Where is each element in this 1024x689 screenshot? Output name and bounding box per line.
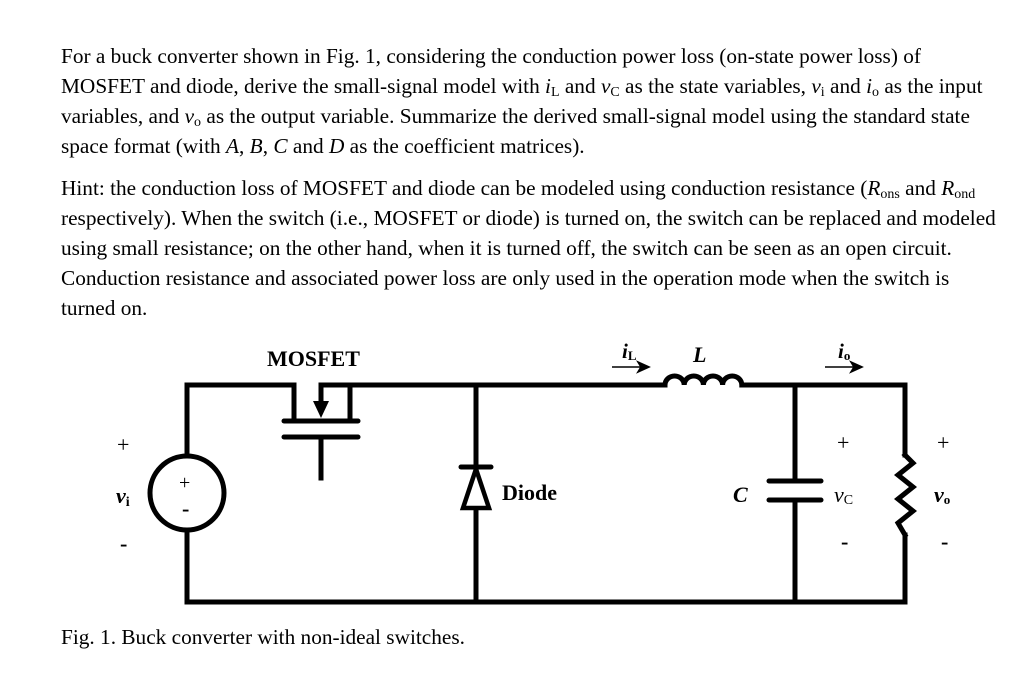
vi-minus: -	[120, 531, 127, 556]
var-io: i	[866, 74, 873, 98]
iL-arrow-icon	[635, 360, 651, 374]
vi-plus: +	[117, 432, 129, 457]
text: ,	[239, 134, 250, 158]
var-vi: v	[811, 74, 821, 98]
buck-converter-circuit: MOSFET Diode L C iL io + vi - + - + vC -…	[116, 339, 950, 605]
iL-label: iL	[622, 339, 637, 363]
wire-left-top	[184, 382, 297, 458]
var-vC: v	[600, 74, 611, 98]
diode-triangle	[459, 461, 493, 511]
vC-symbol: v	[834, 482, 844, 507]
text: and	[559, 74, 601, 98]
wire-left-bottom	[184, 528, 908, 605]
vC-plus: +	[837, 430, 849, 455]
text: and	[899, 176, 942, 200]
iL-symbol: i	[622, 339, 628, 363]
io-sub: o	[844, 348, 851, 363]
inductor-label: L	[692, 342, 706, 367]
text: For a buck converter shown in Fig. 1, co…	[61, 44, 921, 98]
capacitor-label: C	[733, 482, 748, 507]
sub: L	[550, 85, 560, 100]
vo-minus: -	[941, 529, 948, 554]
sub: C	[610, 85, 620, 100]
vo-sub: o	[944, 492, 951, 507]
wire-top-right	[739, 382, 908, 458]
hint-paragraph: Hint: the conduction loss of MOSFET and …	[61, 173, 1001, 323]
figure-caption: Fig. 1. Buck converter with non-ideal sw…	[61, 625, 465, 649]
var-iL: i	[545, 74, 551, 98]
voltage-source	[147, 453, 227, 533]
iL-sub: L	[628, 348, 637, 363]
vi-sub: i	[126, 495, 130, 510]
vi-label: vi	[116, 483, 130, 510]
var-Rons: R	[867, 176, 881, 200]
sub: i	[820, 85, 825, 100]
text: as the output variable. Summarize the de…	[61, 104, 970, 158]
inductor-coil	[662, 373, 745, 388]
text: Hint: the conduction loss of MOSFET and …	[61, 176, 868, 200]
source-minus: -	[182, 496, 189, 521]
io-arrow-icon	[848, 360, 864, 374]
matrix-D: D	[328, 134, 345, 158]
vC-label: vC	[834, 482, 853, 508]
vi-symbol: v	[116, 483, 126, 508]
text: as the input variables, and	[61, 74, 983, 128]
text: ,	[262, 134, 274, 158]
diode-label: Diode	[502, 480, 557, 505]
vC-sub: C	[844, 493, 853, 508]
mosfet-arrow-icon	[313, 401, 329, 418]
text: and	[824, 74, 867, 98]
vo-plus: +	[937, 430, 949, 455]
text: respectively). When the switch (i.e., MO…	[61, 206, 996, 320]
io-symbol: i	[838, 339, 844, 363]
matrix-B: B	[249, 134, 263, 158]
problem-statement: For a buck converter shown in Fig. 1, co…	[61, 41, 1001, 161]
matrix-C: C	[273, 134, 288, 158]
vo-symbol: v	[934, 482, 944, 507]
matrix-A: A	[226, 134, 240, 158]
vC-minus: -	[841, 529, 848, 554]
sub: ons	[880, 187, 900, 202]
source-plus: +	[179, 472, 190, 494]
sub: ond	[954, 187, 976, 202]
sub: o	[872, 85, 880, 100]
vo-label: vo	[934, 482, 950, 507]
var-Rond: R	[941, 176, 955, 200]
text: as the coefficient matrices).	[344, 134, 585, 158]
io-label: io	[838, 339, 850, 363]
mosfet-source	[318, 382, 353, 422]
text: and	[287, 134, 329, 158]
mosfet-label: MOSFET	[267, 346, 360, 371]
var-vo: v	[184, 104, 195, 128]
text: as the state variables,	[619, 74, 812, 98]
resistor-zigzag	[893, 451, 918, 539]
sub: o	[194, 115, 202, 130]
